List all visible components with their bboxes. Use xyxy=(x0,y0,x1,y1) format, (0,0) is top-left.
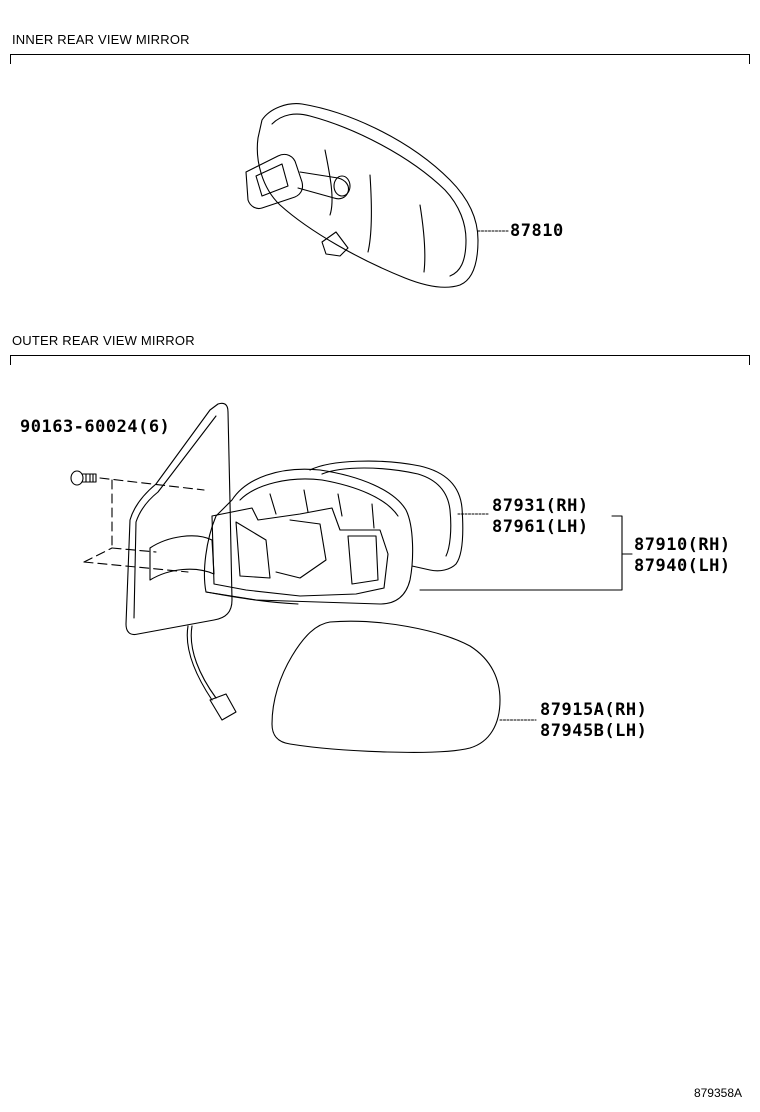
screw-icon xyxy=(70,470,97,486)
part-label-glass-lh: 87945B(LH) xyxy=(540,721,648,741)
assy-bracket xyxy=(419,515,623,591)
cable-connector xyxy=(209,693,237,721)
mirror-cover xyxy=(309,460,464,572)
inner-section-rule xyxy=(10,54,750,64)
part-label-87810: 87810 xyxy=(510,221,564,241)
catalog-code: 879358A xyxy=(693,1086,742,1100)
part-label-assy-rh: 87910(RH) xyxy=(634,535,731,555)
inner-mirror-drawing xyxy=(245,103,509,288)
mirror-actuator xyxy=(211,507,389,597)
part-label-glass-rh: 87915A(RH) xyxy=(540,700,648,720)
mirror-glass xyxy=(271,620,501,753)
part-label-cover-rh: 87931(RH) xyxy=(492,496,589,516)
mirror-housing xyxy=(203,468,414,605)
mirror-base-plate xyxy=(125,402,233,636)
part-label-assy-lh: 87940(LH) xyxy=(634,556,731,576)
part-label-cover-lh: 87961(LH) xyxy=(492,517,589,537)
inner-mirror-mount xyxy=(245,153,304,210)
outer-mirror-section-title: OUTER REAR VIEW MIRROR xyxy=(12,333,195,348)
inner-mirror-rim xyxy=(271,113,467,277)
inner-mirror-tab xyxy=(321,231,349,257)
outer-section-rule xyxy=(10,355,750,365)
mirror-cable xyxy=(186,625,213,701)
part-label-screw: 90163-60024(6) xyxy=(20,417,171,437)
inner-mirror-section-title: INNER REAR VIEW MIRROR xyxy=(12,32,190,47)
outer-mirror-drawing xyxy=(70,402,633,753)
inner-mirror-body xyxy=(256,103,479,288)
